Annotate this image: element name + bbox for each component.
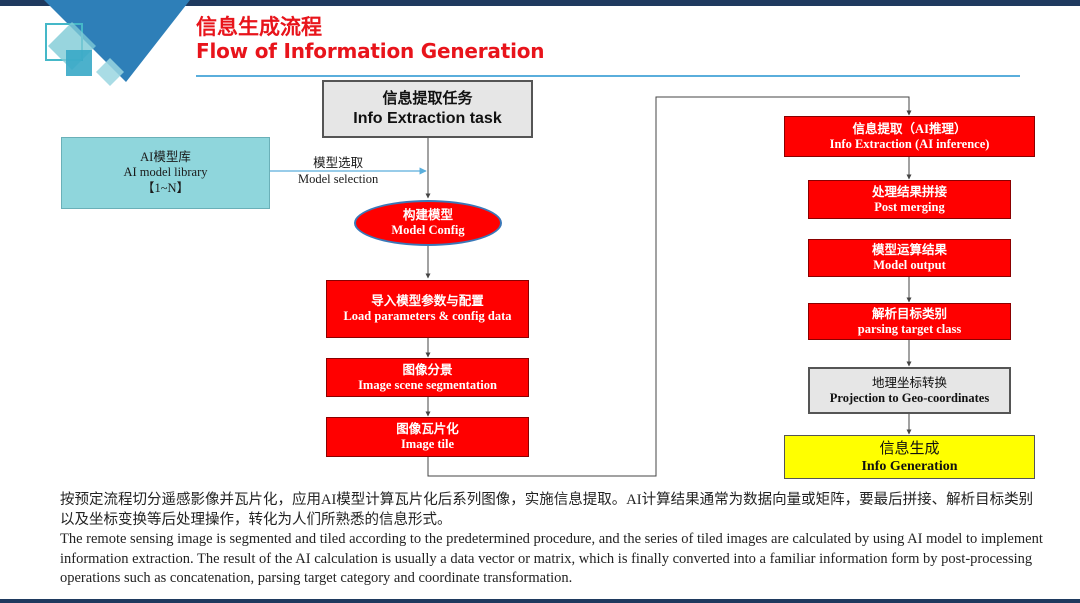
node-model-config: 构建模型 Model Config <box>354 200 502 246</box>
description-english: The remote sensing image is segmented an… <box>60 531 1043 586</box>
description-chinese: 按预定流程切分遥感影像并瓦片化，应用AI模型计算瓦片化后系列图像，实施信息提取。… <box>60 492 1034 528</box>
node-image-scene-segmentation: 图像分景 Image scene segmentation <box>326 358 529 397</box>
node-model-output: 模型运算结果 Model output <box>808 239 1011 277</box>
node-load-parameters: 导入模型参数与配置 Load parameters & config data <box>326 280 529 338</box>
node-info-generation: 信息生成 Info Generation <box>784 435 1035 479</box>
slide-logo-decoration <box>44 0 190 86</box>
bottom-footer-bar <box>0 599 1080 603</box>
node-post-merging: 处理结果拼接 Post merging <box>808 180 1011 219</box>
node-info-extraction-task: 信息提取任务 Info Extraction task <box>322 80 533 138</box>
slide-title-english: Flow of Information Generation <box>196 39 545 63</box>
top-header-bar <box>0 0 1080 6</box>
label-model-selection: 模型选取 Model selection <box>298 156 379 186</box>
description-text: 按预定流程切分遥感影像并瓦片化，应用AI模型计算瓦片化后系列图像，实施信息提取。… <box>60 491 1045 589</box>
title-underline <box>196 75 1020 77</box>
node-parsing-target-class: 解析目标类别 parsing target class <box>808 303 1011 340</box>
node-ai-inference: 信息提取（AI推理） Info Extraction (AI inference… <box>784 116 1035 157</box>
node-projection-geo-coordinates: 地理坐标转换 Projection to Geo-coordinates <box>808 367 1011 414</box>
node-image-tile: 图像瓦片化 Image tile <box>326 417 529 457</box>
node-ai-model-library: AI模型库 AI model library 【1~N】 <box>61 137 270 209</box>
slide-title-chinese: 信息生成流程 <box>196 15 322 39</box>
